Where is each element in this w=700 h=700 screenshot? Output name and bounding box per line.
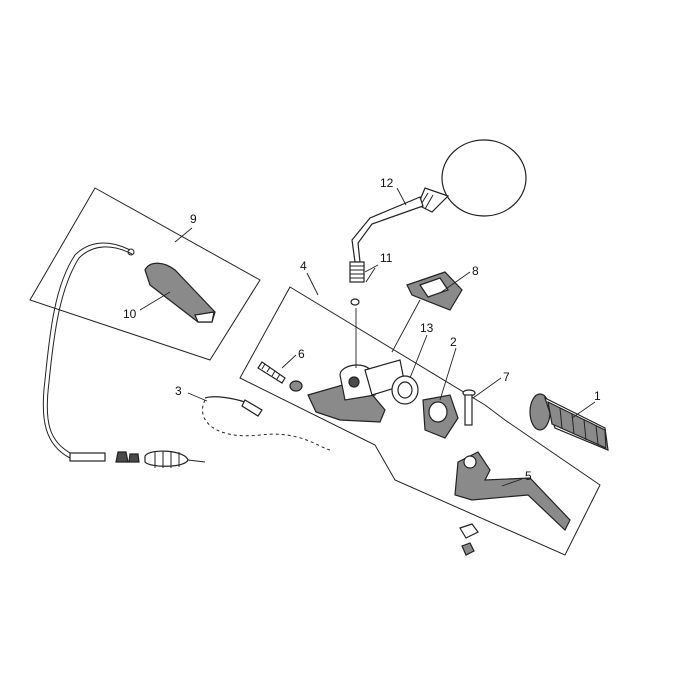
callout-8[interactable]: 8 [472, 264, 479, 278]
callout-12[interactable]: 12 [380, 176, 394, 190]
leader-line-12 [396, 187, 407, 206]
leader-line-5 [501, 478, 523, 487]
clamp-part[interactable] [422, 394, 459, 439]
cable-boot-part[interactable] [144, 262, 216, 323]
lever-bracket-part[interactable] [307, 359, 406, 423]
callout-labels: 1 2 3 4 5 6 7 8 9 10 11 12 13 [123, 176, 601, 483]
pivot-bolt-part[interactable] [462, 389, 476, 426]
callout-6[interactable]: 6 [298, 347, 305, 361]
mirror-part[interactable] [349, 139, 527, 283]
adjuster-screw-part[interactable] [257, 361, 303, 392]
leader-line-1 [571, 401, 596, 419]
callout-13[interactable]: 13 [420, 321, 434, 335]
ring-part[interactable] [391, 375, 419, 405]
callout-7[interactable]: 7 [503, 370, 510, 384]
callout-4[interactable]: 4 [300, 259, 307, 273]
leader-line-11b [365, 267, 376, 283]
callout-3[interactable]: 3 [175, 384, 182, 398]
lever-nut-part[interactable] [459, 523, 479, 556]
leader-line-9 [174, 227, 193, 243]
callout-10[interactable]: 10 [123, 307, 137, 321]
leader-line-2 [439, 347, 457, 401]
callout-2[interactable]: 2 [450, 335, 457, 349]
group-frame-cable [29, 187, 261, 361]
grip-part[interactable] [529, 393, 609, 451]
leader-line-6 [281, 354, 297, 369]
washer-part[interactable] [350, 298, 360, 306]
callout-5[interactable]: 5 [525, 469, 532, 483]
leader-line-10 [139, 291, 171, 311]
leader-line-8 [439, 271, 471, 294]
clamp-cover-part[interactable] [406, 271, 463, 311]
group-frame-lever-assembly [239, 286, 601, 556]
leader-line-3 [187, 392, 208, 402]
clutch-cable-part[interactable] [42, 242, 206, 468]
leader-line-7 [472, 377, 502, 399]
lever-part[interactable] [454, 451, 571, 531]
callout-9[interactable]: 9 [190, 212, 197, 226]
leader-line-13 [409, 334, 428, 379]
leader-line-4 [306, 272, 319, 296]
leader-line-8b [391, 299, 421, 353]
choke-cable-part[interactable] [202, 396, 331, 451]
leader-line-11 [364, 264, 379, 273]
callout-11[interactable]: 11 [380, 251, 393, 265]
callout-1[interactable]: 1 [594, 389, 601, 403]
